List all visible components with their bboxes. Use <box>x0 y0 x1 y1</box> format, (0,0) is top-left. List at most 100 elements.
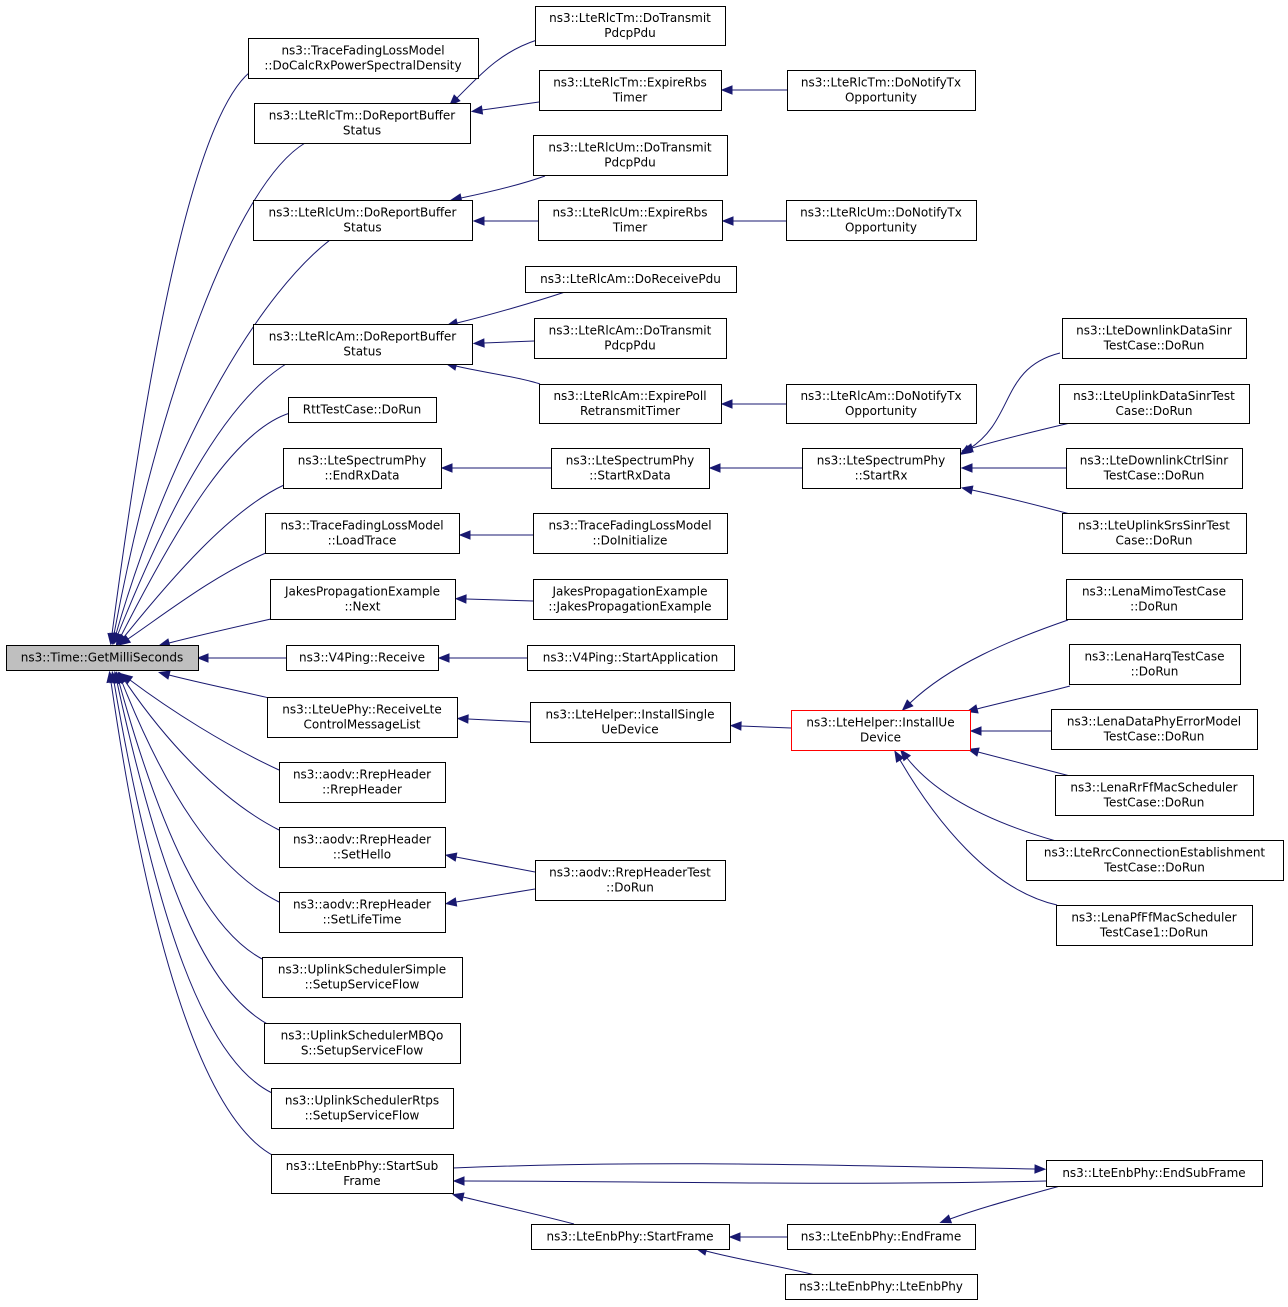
node-box[interactable] <box>539 384 722 424</box>
node-dataphy[interactable]: ns3::LenaDataPhyErrorModelTestCase::DoRu… <box>1051 709 1258 750</box>
node-box[interactable] <box>534 318 727 359</box>
node-box[interactable] <box>786 384 977 424</box>
node-sp-endrx[interactable]: ns3::LteSpectrumPhy::EndRxData <box>283 448 442 489</box>
node-box[interactable] <box>791 710 971 751</box>
node-jakes-next[interactable]: JakesPropagationExample::Next <box>270 579 456 620</box>
node-jakes-ctor[interactable]: JakesPropagationExample::JakesPropagatio… <box>533 579 728 620</box>
node-box[interactable] <box>535 860 726 901</box>
node-box[interactable] <box>1055 775 1254 816</box>
node-us-simple[interactable]: ns3::UplinkSchedulerSimple::SetupService… <box>262 957 463 998</box>
node-rrep-life[interactable]: ns3::aodv::RrepHeader::SetLifeTime <box>279 892 446 933</box>
node-box[interactable] <box>531 1224 730 1250</box>
node-enb-ctor[interactable]: ns3::LteEnbPhy::LteEnbPhy <box>785 1274 978 1300</box>
node-box[interactable] <box>533 579 728 620</box>
node-box[interactable] <box>1046 1160 1263 1187</box>
node-box[interactable] <box>1051 709 1258 750</box>
node-box[interactable] <box>271 1088 454 1129</box>
node-tfl-load[interactable]: ns3::TraceFadingLossModel::LoadTrace <box>265 513 460 554</box>
node-box[interactable] <box>1066 579 1243 620</box>
node-us-mbqos[interactable]: ns3::UplinkSchedulerMBQoS::SetupServiceF… <box>264 1023 461 1064</box>
node-box[interactable] <box>254 103 471 144</box>
node-rtt[interactable]: RttTestCase::DoRun <box>288 397 437 423</box>
node-box[interactable] <box>1026 840 1284 881</box>
node-box[interactable] <box>533 135 728 176</box>
node-box[interactable] <box>279 762 446 803</box>
node-enb-endsub[interactable]: ns3::LteEnbPhy::EndSubFrame <box>1046 1160 1263 1187</box>
node-am-receive[interactable]: ns3::LteRlcAm::DoReceivePdu <box>525 266 737 293</box>
node-uephy-recv[interactable]: ns3::LteUePhy::ReceiveLteControlMessageL… <box>267 697 458 738</box>
node-sp-startrxdata[interactable]: ns3::LteSpectrumPhy::StartRxData <box>551 448 710 489</box>
node-box[interactable] <box>267 697 458 738</box>
node-enb-startframe[interactable]: ns3::LteEnbPhy::StartFrame <box>531 1224 730 1250</box>
node-box[interactable] <box>786 200 977 241</box>
node-box[interactable] <box>271 1154 454 1194</box>
node-box[interactable] <box>530 702 731 743</box>
node-mimo[interactable]: ns3::LenaMimoTestCase::DoRun <box>1066 579 1243 620</box>
node-box[interactable] <box>279 892 446 933</box>
node-box[interactable] <box>551 448 710 489</box>
node-box[interactable] <box>270 579 456 620</box>
node-box[interactable] <box>538 200 723 241</box>
node-box[interactable] <box>539 70 722 111</box>
node-box[interactable] <box>283 448 442 489</box>
node-harq[interactable]: ns3::LenaHarqTestCase::DoRun <box>1069 644 1241 685</box>
node-box[interactable] <box>525 266 737 293</box>
node-tfl-init[interactable]: ns3::TraceFadingLossModel::DoInitialize <box>533 513 728 554</box>
node-us-rtps[interactable]: ns3::UplinkSchedulerRtps::SetupServiceFl… <box>271 1088 454 1129</box>
node-box[interactable] <box>1066 448 1243 489</box>
node-v4-receive[interactable]: ns3::V4Ping::Receive <box>286 645 439 671</box>
node-rrep-ctor[interactable]: ns3::aodv::RrepHeader::RrepHeader <box>279 762 446 803</box>
node-box[interactable] <box>1062 513 1247 554</box>
node-box[interactable] <box>1062 318 1247 359</box>
node-v4-start[interactable]: ns3::V4Ping::StartApplication <box>527 645 735 671</box>
node-box[interactable] <box>262 957 463 998</box>
node-rrep-hello[interactable]: ns3::aodv::RrepHeader::SetHello <box>279 827 446 868</box>
node-box[interactable] <box>787 1224 976 1250</box>
node-box[interactable] <box>527 645 735 671</box>
node-root[interactable]: ns3::Time::GetMilliSeconds <box>6 645 199 671</box>
node-box[interactable] <box>288 397 437 423</box>
node-box[interactable] <box>253 324 473 365</box>
node-box[interactable] <box>253 200 473 241</box>
node-box[interactable] <box>286 645 439 671</box>
node-box[interactable] <box>6 645 199 671</box>
node-sp-startrx[interactable]: ns3::LteSpectrumPhy::StartRx <box>802 448 961 489</box>
node-rrep-test[interactable]: ns3::aodv::RrepHeaderTest::DoRun <box>535 860 726 901</box>
node-box[interactable] <box>802 448 961 489</box>
node-box[interactable] <box>1056 905 1253 946</box>
node-box[interactable] <box>533 513 728 554</box>
node-box[interactable] <box>785 1274 978 1300</box>
node-box[interactable] <box>265 513 460 554</box>
node-box[interactable] <box>248 38 479 79</box>
node-box[interactable] <box>535 6 726 46</box>
node-box[interactable] <box>787 70 976 111</box>
node-rrc[interactable]: ns3::LteRrcConnectionEstablishmentTestCa… <box>1026 840 1284 881</box>
node-box[interactable] <box>1059 384 1250 424</box>
node-pfff[interactable]: ns3::LenaPfFfMacSchedulerTestCase1::DoRu… <box>1056 905 1253 946</box>
node-box[interactable] <box>279 827 446 868</box>
node-enb-endframe[interactable]: ns3::LteEnbPhy::EndFrame <box>787 1224 976 1250</box>
node-tfl-docalc[interactable]: ns3::TraceFadingLossModel::DoCalcRxPower… <box>248 38 479 79</box>
node-box[interactable] <box>264 1023 461 1064</box>
node-box[interactable] <box>1069 644 1241 685</box>
